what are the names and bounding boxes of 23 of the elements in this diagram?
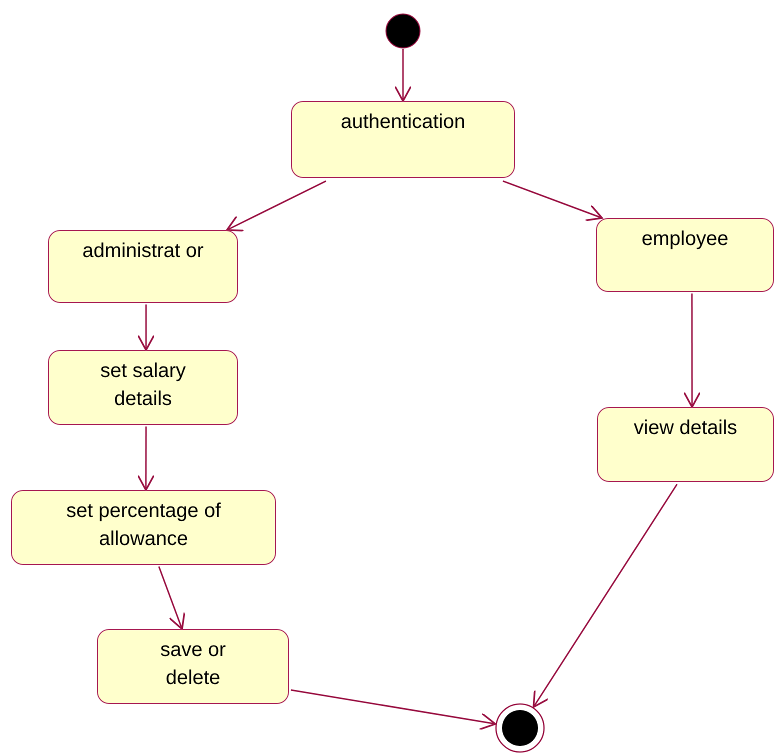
state-box	[597, 407, 774, 482]
arrow	[394, 49, 412, 102]
state-label: set salary details	[99, 359, 187, 412]
arrow	[137, 426, 155, 491]
state-box	[48, 350, 238, 425]
state-label: set percentage of allowance	[65, 499, 222, 552]
arrow	[532, 484, 678, 708]
state-label: authentication	[340, 110, 466, 135]
arrow	[683, 293, 701, 408]
state-label: employee	[640, 227, 730, 252]
arrow	[226, 180, 326, 232]
state-label: save or delete	[159, 638, 227, 691]
state-box	[48, 230, 238, 303]
state-label: view details	[632, 416, 738, 441]
arrow	[290, 689, 496, 730]
arrow	[502, 180, 603, 222]
state-box	[596, 218, 774, 292]
arrow	[137, 304, 155, 351]
arrow	[158, 566, 186, 630]
state-label: administrat or	[81, 239, 205, 264]
state-box	[291, 101, 515, 178]
state-box	[97, 629, 289, 704]
state-box	[11, 490, 276, 565]
